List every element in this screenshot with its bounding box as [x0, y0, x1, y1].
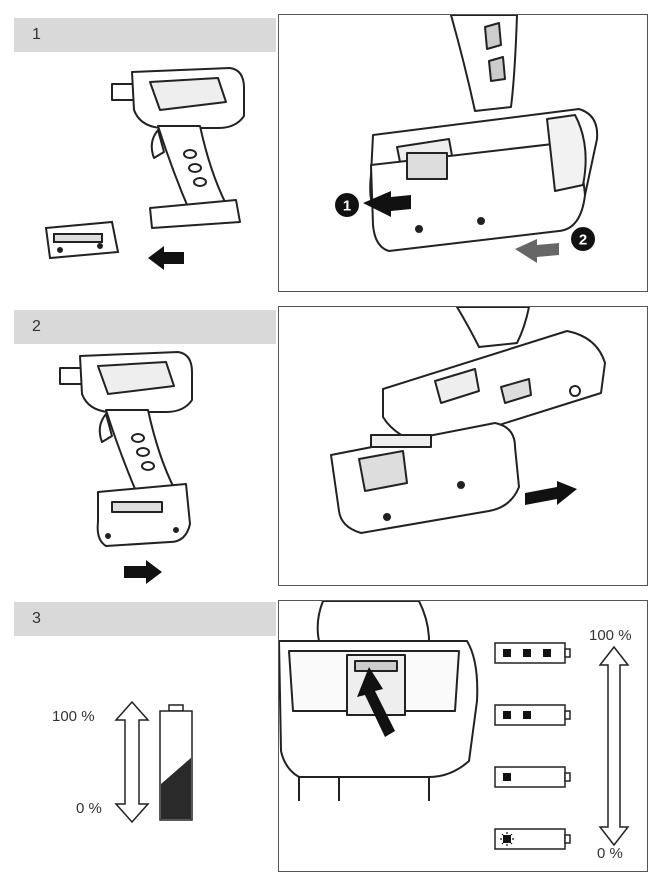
step-2-header: 2 [14, 310, 276, 344]
indicator-level-empty-blinking [494, 828, 571, 850]
blink-ray [510, 842, 513, 845]
step-1-tool-illustration [44, 67, 245, 270]
indicator-level-two-thirds [494, 704, 571, 726]
callout-2-circle [571, 227, 595, 251]
charge-gauge-bottom-label: 0 % [76, 800, 102, 817]
indicator-lit-square [523, 711, 531, 719]
indicator-lit-square [503, 711, 511, 719]
indicator-scale-top-label: 100 % [589, 627, 632, 644]
step-3-header: 3 [14, 602, 276, 636]
step-2-number: 2 [32, 318, 41, 335]
battery-charge-gauge [159, 704, 193, 821]
indicator-scale-arrow [598, 645, 630, 847]
charge-range-arrow [114, 700, 150, 824]
step-1-header: 1 [14, 18, 276, 52]
indicator-scale-bottom-label: 0 % [597, 845, 623, 862]
step-2-detail-panel [278, 306, 648, 586]
step-1-number: 1 [32, 26, 41, 43]
charge-gauge-fill [161, 757, 191, 819]
callout-1-circle [335, 193, 359, 217]
indicator-level-one-third [494, 766, 571, 788]
charge-gauge-top-label: 100 % [52, 708, 95, 725]
blink-ray [501, 842, 504, 845]
indicator-lit-square [523, 649, 531, 657]
indicator-lit-square [543, 649, 551, 657]
step-1-detail-panel: 1 2 [278, 14, 648, 292]
blink-ray [501, 833, 504, 836]
callout-2-label: 2 [579, 232, 587, 249]
step-3-detail-panel: 100 % 0 % [278, 600, 648, 872]
charge-indicator-illustration [279, 601, 479, 801]
indicator-level-list [493, 641, 573, 861]
battery-insertion-illustration [330, 307, 606, 534]
indicator-level-full [494, 642, 571, 664]
step-3-number: 3 [32, 610, 41, 627]
blink-ray [510, 833, 513, 836]
indicator-lit-square [503, 835, 511, 843]
battery-removal-illustration: 1 2 [335, 15, 599, 263]
indicator-lit-square [503, 773, 511, 781]
step-2-tool-illustration [59, 351, 193, 584]
callout-1-label: 1 [343, 198, 351, 215]
indicator-lit-square [503, 649, 511, 657]
